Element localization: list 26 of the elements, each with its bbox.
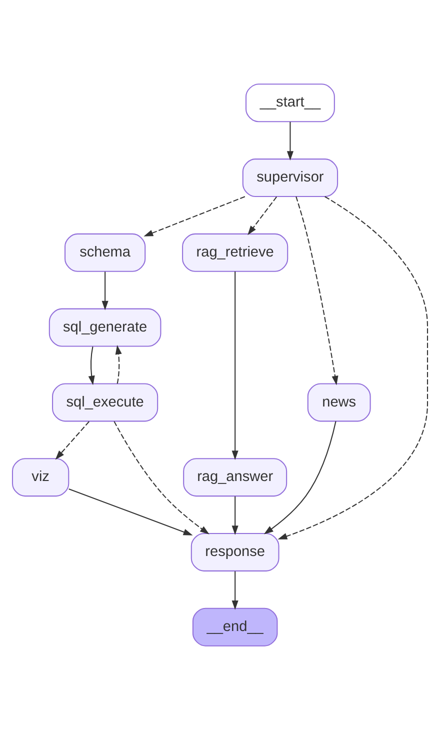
arrow bbox=[144, 196, 246, 236]
arrow bbox=[232, 271, 238, 460]
node-box: viz bbox=[12, 458, 70, 496]
node-box: rag_retrieve bbox=[182, 232, 288, 272]
arrow bbox=[296, 196, 338, 385]
arrow bbox=[102, 271, 108, 310]
arrow bbox=[55, 420, 90, 460]
arrow bbox=[115, 344, 122, 384]
arrow bbox=[264, 420, 336, 534]
node-box: __end__ bbox=[192, 607, 278, 646]
arrow bbox=[232, 496, 238, 534]
arrow bbox=[286, 121, 294, 160]
arrow bbox=[278, 196, 428, 539]
arrow bbox=[68, 488, 193, 535]
node-box: __start__ bbox=[245, 83, 335, 122]
arrow bbox=[248, 196, 277, 235]
arrow bbox=[88, 346, 95, 385]
node-box: schema bbox=[64, 232, 146, 272]
node-box: response bbox=[190, 532, 280, 571]
node-box: supervisor bbox=[242, 158, 338, 197]
arrow bbox=[232, 570, 238, 610]
node-box: sql_execute bbox=[52, 382, 158, 422]
arrow bbox=[114, 420, 210, 534]
node-box: sql_generate bbox=[48, 308, 162, 346]
node-box: rag_answer bbox=[183, 458, 288, 496]
node-box: news bbox=[307, 382, 371, 422]
